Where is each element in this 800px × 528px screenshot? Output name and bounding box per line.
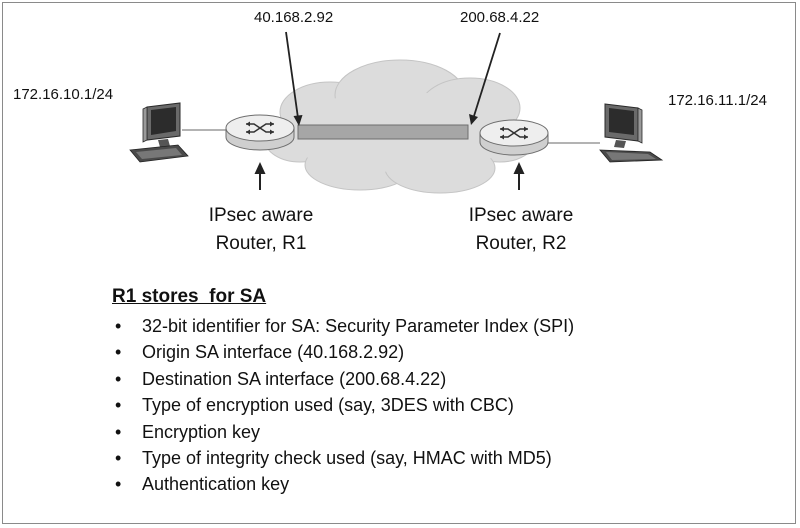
ipsec-tunnel	[297, 124, 469, 140]
list-item: • Destination SA interface (200.68.4.22)	[112, 366, 574, 392]
list-item-text: Encryption key	[142, 421, 261, 442]
list-item: • Authentication key	[112, 471, 574, 497]
router-r1-caption-line2: Router, R1	[215, 233, 307, 254]
router-r2-caption: IPsec aware Router, R2	[458, 202, 584, 258]
list-item: • Type of encryption used (say, 3DES with…	[112, 392, 574, 418]
router-r1-caption: IPsec aware Router, R1	[198, 202, 324, 258]
arrow-r1-ip-icon	[285, 31, 303, 126]
list-item-text: Type of integrity check used (say, HMAC …	[142, 447, 552, 468]
bullet-icon: •	[115, 316, 122, 336]
list-item-text: Origin SA interface (40.168.2.92)	[142, 342, 405, 363]
router-r2-caption-line2: Router, R2	[475, 233, 567, 254]
r1-public-ip-label: 40.168.2.92	[254, 9, 334, 26]
list-item-text: 32-bit identifier for SA: Security Param…	[142, 316, 575, 336]
left-host-ip-label: 172.16.10.1/24	[13, 86, 114, 103]
r2-public-ip-label: 200.68.4.22	[460, 9, 540, 26]
list-item-text: Type of encryption used (say, 3DES with …	[142, 395, 514, 416]
list-item: • Encryption key	[112, 419, 574, 445]
router-r1-caption-line1: IPsec aware	[208, 205, 314, 226]
router-r2-icon	[479, 119, 549, 156]
left-computer-icon	[129, 102, 189, 163]
router-r2-caption-line1: IPsec aware	[468, 205, 574, 226]
bullet-icon: •	[115, 421, 122, 442]
list-item: • Origin SA interface (40.168.2.92)	[112, 339, 574, 365]
bullet-icon: •	[115, 447, 122, 468]
router-r1-icon	[225, 114, 295, 151]
right-computer-icon	[599, 103, 664, 163]
arrow-up-r1-icon	[254, 162, 266, 190]
list-item: • 32-bit identifier for SA: Security Para…	[112, 313, 574, 339]
list-item-text: Authentication key	[142, 474, 290, 495]
list-item-text: Destination SA interface (200.68.4.22)	[142, 368, 447, 389]
sa-list: • 32-bit identifier for SA: Security Para…	[112, 313, 574, 498]
list-item: • Type of integrity check used (say, HMAC…	[112, 445, 574, 471]
bullet-icon: •	[115, 395, 122, 416]
arrow-up-r2-icon	[513, 162, 525, 190]
bullet-icon: •	[115, 474, 122, 495]
right-host-ip-label: 172.16.11.1/24	[668, 92, 767, 109]
bullet-icon: •	[115, 368, 122, 389]
sa-list-title: R1 stores for SA	[112, 286, 267, 307]
bullet-icon: •	[115, 342, 122, 363]
arrow-r2-ip-icon	[469, 32, 501, 125]
